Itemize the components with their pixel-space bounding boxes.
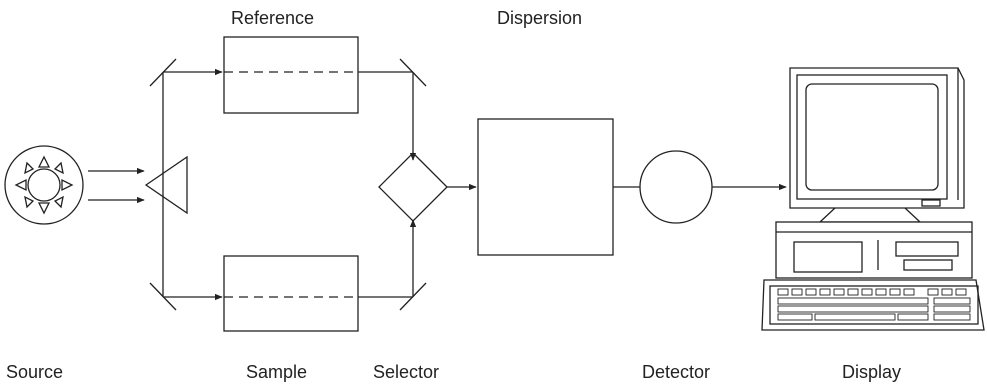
detector-label: Detector (642, 362, 711, 382)
reference-cell (223, 36, 359, 114)
dispersion-label: Dispersion (497, 8, 583, 28)
reference-label: Reference (231, 8, 315, 28)
display-label: Display (842, 362, 902, 382)
sample-label: Sample (246, 362, 308, 382)
sample-cell (223, 255, 359, 332)
source-label: Source (6, 362, 64, 382)
selector-label: Selector (373, 362, 440, 382)
selector-diamond (378, 152, 448, 222)
keyboard-keys (777, 288, 971, 321)
sun-icon (4, 145, 84, 225)
computer-icon (761, 67, 985, 331)
detector-circle (639, 150, 713, 224)
dispersion-box (477, 118, 614, 256)
beam-splitter (144, 155, 188, 215)
